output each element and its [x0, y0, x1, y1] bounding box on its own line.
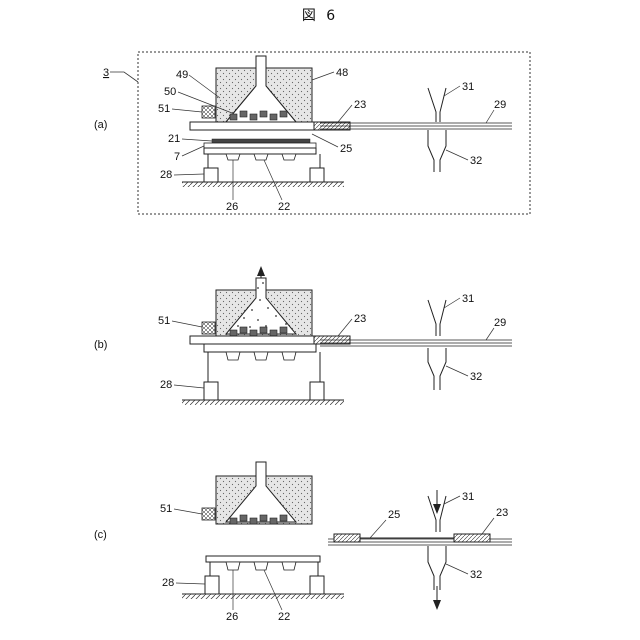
labels-a: 49 50 51 48 23 31 29 21 7 25 32 28 26	[158, 67, 506, 213]
callout-conveyor: 29	[494, 99, 506, 111]
callout-shutter: 23	[354, 99, 366, 111]
callout-nozzle-top: 31	[462, 293, 474, 305]
panel-a-label: (a)	[94, 119, 107, 131]
unit-enclosure	[138, 52, 530, 214]
callout-slide: 25	[388, 509, 400, 521]
callout-shutter: 23	[354, 313, 366, 325]
stage-plate	[190, 336, 320, 344]
callout-nozzle-bottom: 32	[470, 569, 482, 581]
stage-plate	[190, 122, 320, 130]
callout-slide: 25	[340, 143, 352, 155]
table	[204, 344, 316, 360]
panel-a: (a) 3	[94, 52, 530, 214]
callout-table: 22	[278, 611, 290, 623]
table	[206, 556, 320, 570]
sheet	[212, 139, 310, 143]
callout-leg: 28	[160, 379, 172, 391]
callout-film: 7	[174, 151, 180, 163]
callout-hood-inner: 49	[176, 69, 188, 81]
callout-table: 22	[278, 201, 290, 213]
callout-nozzle-bottom: 32	[470, 371, 482, 383]
callout-side-block: 51	[158, 315, 170, 327]
callout-shutter: 23	[496, 507, 508, 519]
callout-nozzle-bottom: 32	[470, 155, 482, 167]
callout-mask: 50	[164, 86, 176, 98]
figure-title: 図 6	[302, 8, 338, 24]
shutter-23	[454, 534, 490, 542]
callout-leg: 28	[160, 169, 172, 181]
leg-right	[310, 168, 324, 182]
leg-right	[310, 382, 324, 400]
callout-leg: 28	[162, 577, 174, 589]
panel-b: (b)	[94, 266, 512, 405]
side-block	[202, 508, 215, 520]
unit-label: 3	[103, 67, 109, 79]
callout-hood: 48	[336, 67, 348, 79]
leg-left	[204, 382, 218, 400]
panel-b-label: (b)	[94, 339, 107, 351]
callout-nozzle-top: 31	[462, 81, 474, 93]
callout-sheet: 21	[168, 133, 180, 145]
side-block	[202, 322, 215, 334]
callout-side-block: 51	[158, 103, 170, 115]
callout-nozzle-top: 31	[462, 491, 474, 503]
panel-c-label: (c)	[94, 529, 107, 541]
side-block	[202, 106, 215, 118]
slide-25	[334, 534, 360, 542]
callout-side-block: 51	[160, 503, 172, 515]
leg-right	[310, 576, 324, 594]
callout-cavity: 26	[226, 201, 238, 213]
leg-left	[204, 168, 218, 182]
film	[204, 143, 316, 148]
table	[204, 148, 316, 160]
callout-cavity: 26	[226, 611, 238, 623]
leg-left	[205, 576, 219, 594]
callout-conveyor: 29	[494, 317, 506, 329]
panel-c: (c)	[94, 462, 512, 623]
